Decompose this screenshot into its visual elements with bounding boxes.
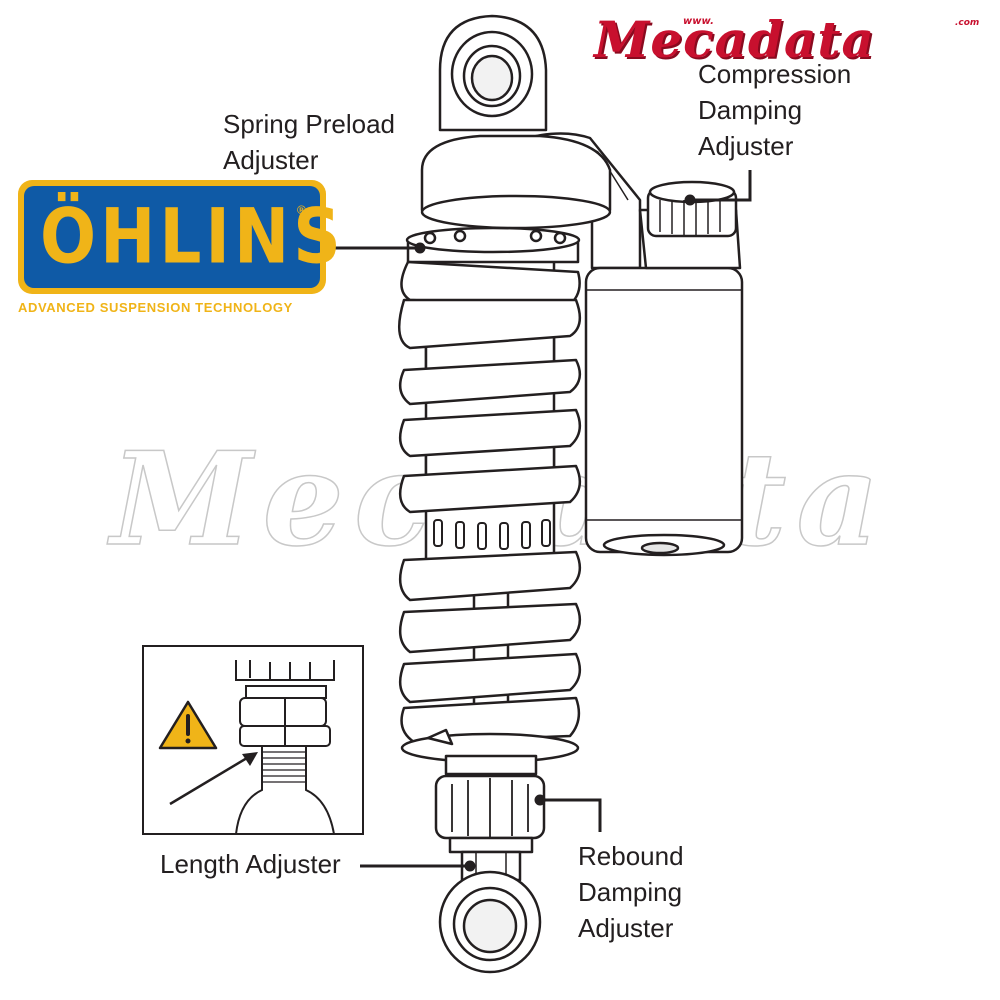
mecadata-logo: Mecadata (594, 10, 875, 69)
leader-compression (690, 170, 752, 202)
label-compression-damping-adjuster: Compression Damping Adjuster (698, 56, 851, 164)
rebound-adjuster-knob (434, 774, 546, 854)
label-spring-preload-adjuster: Spring Preload Adjuster (223, 106, 395, 178)
label-line: Compression (698, 59, 852, 89)
lower-spring-seat (400, 728, 580, 776)
warning-triangle-icon (158, 700, 218, 750)
mecadata-url-prefix: www. (683, 16, 714, 27)
length-adjuster-inset (142, 645, 364, 835)
mecadata-url-suffix: .com (955, 18, 980, 28)
label-line: Adjuster (223, 145, 319, 175)
label-rebound-damping-adjuster: Rebound Damping Adjuster (578, 838, 684, 946)
ohlins-logo-text: ÖHLINS (40, 192, 345, 281)
top-eyelet (438, 14, 548, 132)
label-line: Spring Preload (223, 109, 395, 139)
leader-lines (328, 170, 752, 872)
label-line: Rebound (578, 841, 684, 871)
bottom-eyelet (438, 870, 542, 974)
spring-preload-collar (405, 226, 581, 264)
ohlins-logo-background (24, 186, 320, 288)
coil-spring (397, 260, 582, 744)
registered-mark: ® (297, 203, 306, 217)
leader-rebound (540, 798, 602, 832)
label-line: Damping (578, 877, 683, 907)
label-line: Damping (698, 95, 803, 125)
body-top-cap (420, 134, 612, 230)
label-length-adjuster: Length Adjuster (160, 849, 341, 879)
label-line: Adjuster (698, 131, 794, 161)
label-line: Adjuster (578, 913, 674, 943)
ohlins-tagline: ADVANCED SUSPENSION TECHNOLOGY (18, 300, 293, 315)
